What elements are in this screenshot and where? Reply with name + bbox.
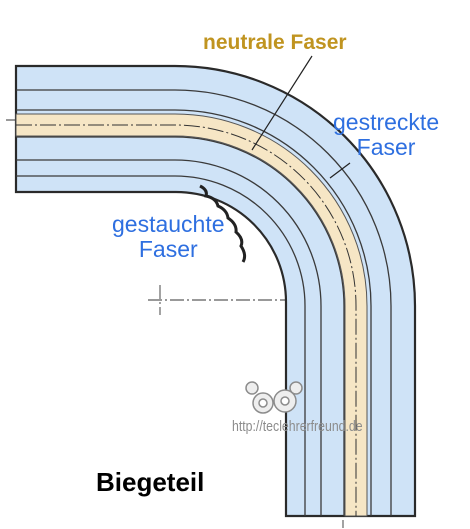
compressed-fiber-label: gestauchte Faser — [112, 211, 225, 263]
watermark-url-prefix: http://tec — [232, 418, 280, 435]
watermark-url-suffix: lehrerfreund.de — [279, 418, 363, 435]
diagram-title: Biegeteil — [96, 467, 205, 497]
neutral-fiber-label: neutrale Faser — [203, 31, 347, 54]
stretched-fiber-label: gestreckte Faser — [333, 109, 440, 161]
leader-lines — [251, 55, 351, 179]
fiber-lines — [16, 89, 392, 516]
compressed-edge — [199, 184, 247, 263]
gears-owl-logo — [245, 381, 303, 414]
compressed-fiber-label-line1: gestauchte — [112, 211, 225, 237]
watermark-url: http://teclehrerfreund.de — [232, 418, 363, 435]
compressed-fiber-label-line2: Faser — [138, 236, 198, 263]
neutral-fiber-line — [16, 124, 357, 516]
neutral-fiber-band — [15, 113, 368, 517]
stretched-fiber-label-line1: gestreckte — [333, 109, 440, 135]
stretched-fiber-label-line2: Faser — [356, 134, 416, 161]
